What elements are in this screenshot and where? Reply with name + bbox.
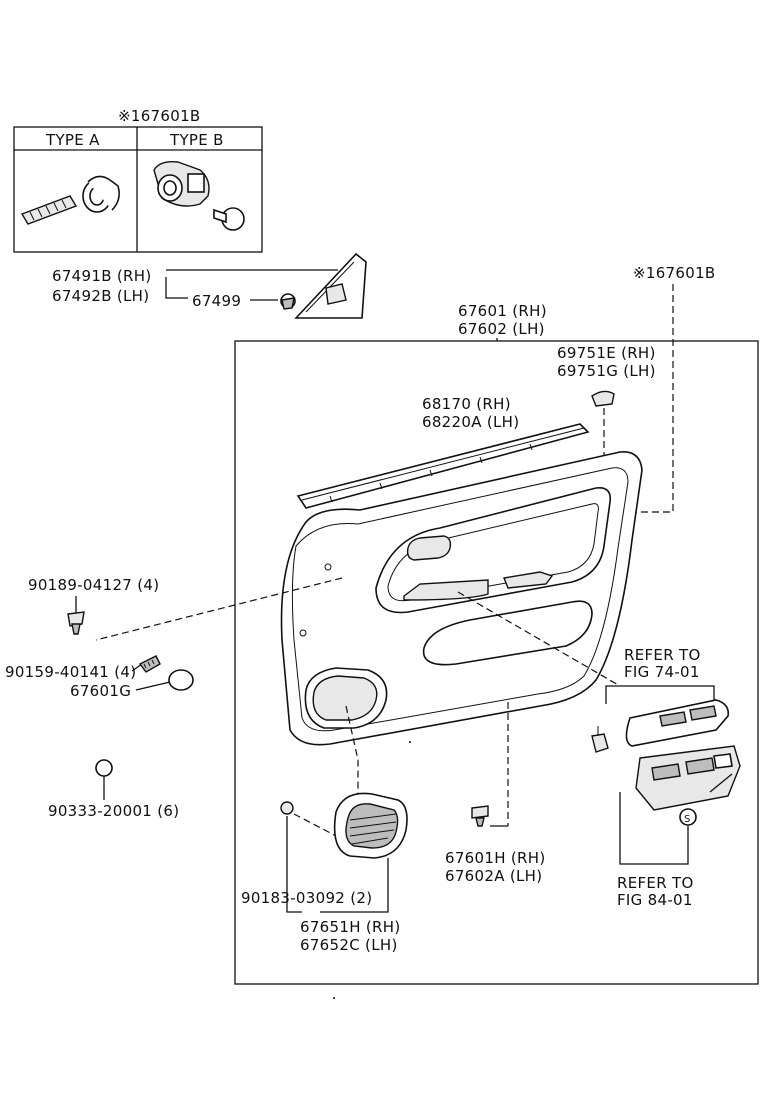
label-67499: 67499 (192, 292, 241, 310)
type-a-label: TYPE A (45, 131, 100, 149)
type-a-clip-icon (20, 175, 120, 225)
grommet-90333-part (95, 759, 113, 777)
clip-type-table: TYPE A TYPE B (13, 126, 263, 253)
plug-67601g-part (168, 669, 194, 691)
label-67492b: 67492B (LH) (52, 287, 149, 305)
label-refer-84-1: REFER TO (617, 874, 694, 892)
clip-67601h-part (471, 805, 489, 827)
clip-90183-part (280, 801, 294, 815)
label-clip-ref-right: ※167601B (633, 264, 716, 282)
type-b-clip-icon (153, 160, 245, 231)
label-refer-74-2: FIG 74-01 (624, 663, 700, 681)
label-68170: 68170 (RH) (422, 395, 511, 413)
label-90159: 90159-40141 (4) (5, 663, 136, 681)
label-90189: 90189-04127 (4) (28, 576, 159, 594)
stray-dot (333, 997, 335, 999)
label-67601h: 67601H (RH) (445, 849, 545, 867)
refer-84-bracket (619, 792, 689, 865)
screw-90189-part (67, 611, 85, 635)
bracket-line (165, 277, 188, 299)
stray-dot-2 (409, 741, 411, 743)
label-90333: 90333-20001 (6) (48, 802, 179, 820)
switch-leader (457, 591, 621, 687)
label-67602: 67602 (LH) (458, 320, 545, 338)
switch-bezel-part (591, 699, 730, 753)
weatherstrip-part (296, 423, 590, 509)
power-window-switch-part (635, 745, 741, 811)
pocket-67651h-part (333, 792, 408, 859)
cap-part (591, 390, 615, 407)
label-69751e: 69751E (RH) (557, 344, 656, 362)
screw-s-part (679, 808, 697, 826)
label-67602a: 67602A (LH) (445, 867, 542, 885)
clip-ref-title: ※167601B (118, 107, 201, 125)
mirror-clip-part (280, 293, 296, 310)
type-b-label: TYPE B (169, 131, 224, 149)
screw-90159-part (138, 655, 161, 673)
label-68220a: 68220A (LH) (422, 413, 519, 431)
label-refer-74-1: REFER TO (624, 646, 701, 664)
label-refer-84-2: FIG 84-01 (617, 891, 693, 909)
mirror-cover-part (294, 252, 367, 319)
label-67652c: 67652C (LH) (300, 936, 398, 954)
label-67491b: 67491B (RH) (52, 267, 151, 285)
assembly-frame (234, 340, 759, 985)
label-67601: 67601 (RH) (458, 302, 547, 320)
clip-ref-leader (628, 284, 674, 513)
label-67651h: 67651H (RH) (300, 918, 400, 936)
label-67601g: 67601G (70, 682, 131, 700)
screw-leader (95, 577, 343, 641)
screw-s-letter: S (684, 814, 690, 825)
door-trim-board (280, 451, 643, 746)
label-90183: 90183-03092 (2) (241, 889, 372, 907)
label-69751g: 69751G (LH) (557, 362, 656, 380)
refer-74-bracket (605, 685, 715, 704)
